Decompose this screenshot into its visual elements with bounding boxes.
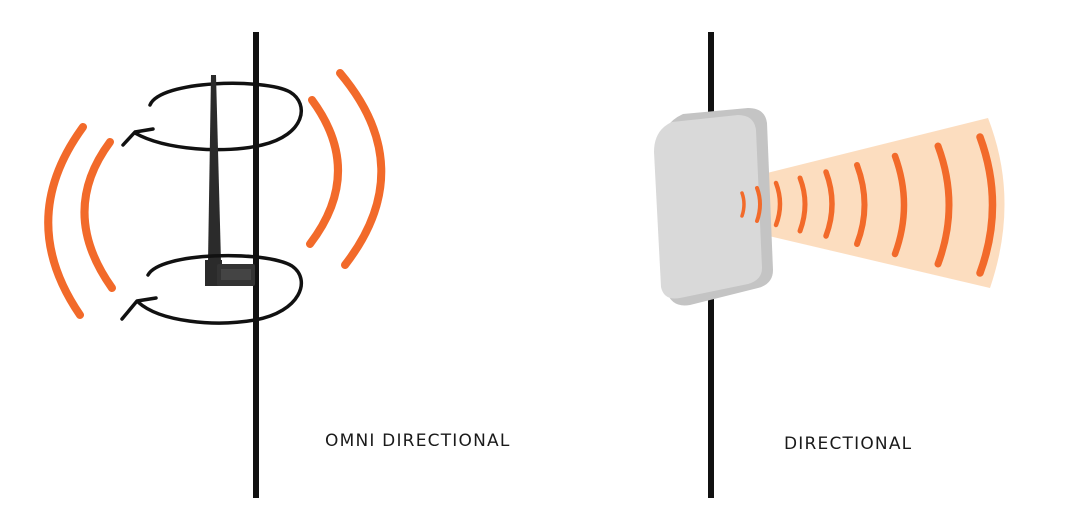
omni-rotation-arrow-top bbox=[133, 81, 303, 152]
omni-wave-left-inner bbox=[80, 138, 116, 292]
omni-wave-right-inner bbox=[306, 96, 342, 248]
omni-wave-right-outer bbox=[336, 69, 386, 269]
omni-arrowhead-bottom bbox=[120, 296, 158, 321]
omni-directional-label: OMNI DIRECTIONAL bbox=[325, 431, 511, 451]
directional-waves bbox=[740, 133, 997, 277]
omni-directional-group bbox=[44, 32, 386, 498]
omni-antenna-icon bbox=[205, 75, 255, 286]
omni-wave-left-outer bbox=[44, 123, 87, 319]
omni-arrowhead-top bbox=[121, 127, 155, 147]
directional-label: DIRECTIONAL bbox=[784, 434, 913, 454]
panel-antenna-icon bbox=[654, 108, 773, 306]
omni-rotation-arrow-bottom bbox=[136, 253, 303, 325]
directional-group bbox=[654, 32, 1005, 498]
directional-beam bbox=[735, 118, 1005, 288]
